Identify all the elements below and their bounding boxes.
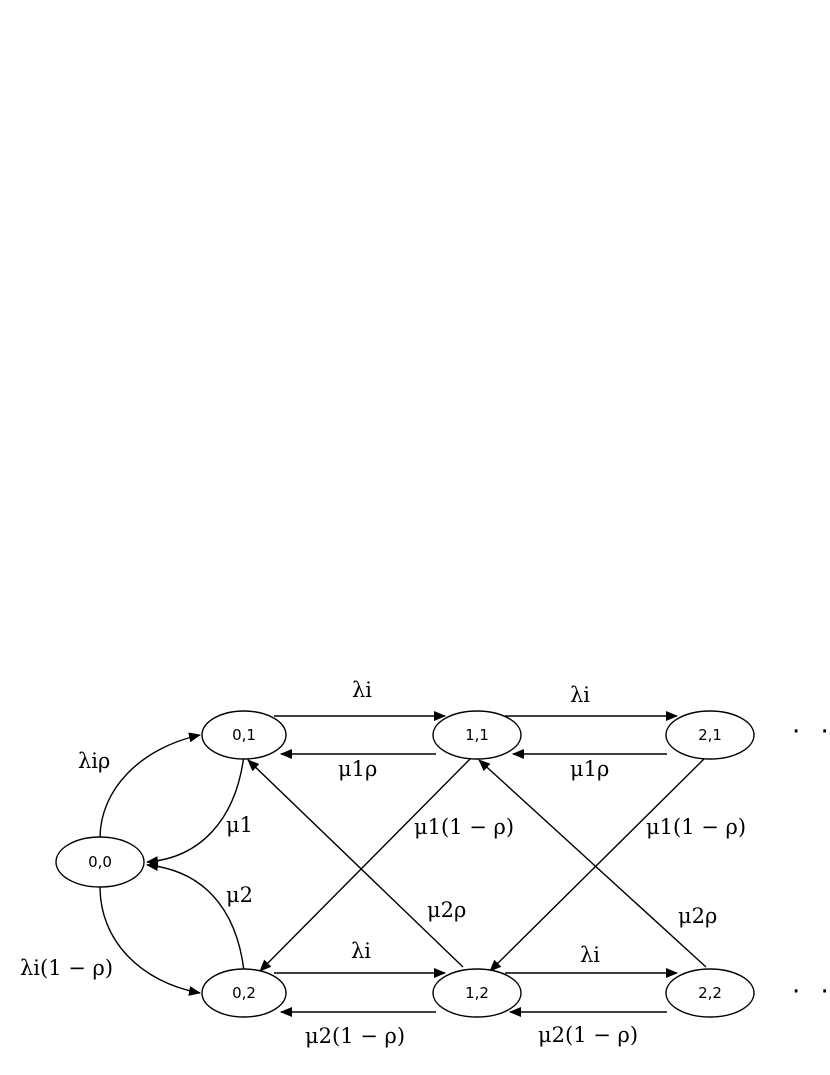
state-node-12: 1,2: [432, 968, 522, 1018]
rate-label-mu2: μ2: [226, 883, 253, 907]
edge-22-to-11: [478, 759, 707, 968]
rate-label-lambda-one-minus-rho: λi(1 − ρ): [20, 956, 113, 980]
state-node-00: 0,0: [55, 836, 145, 888]
rate-label-lambda-bottom-1: λi: [351, 939, 371, 963]
state-node-01: 0,1: [201, 710, 287, 760]
edge-12-to-01: [247, 759, 464, 968]
edge-00-to-01: [99, 732, 201, 839]
edge-02-to-00: [146, 861, 245, 972]
state-label-22: 2,2: [698, 984, 722, 1002]
state-node-11: 1,1: [432, 710, 522, 760]
state-label-12: 1,2: [465, 984, 489, 1002]
rate-label-mu2rho-1: μ2ρ: [427, 898, 466, 922]
rate-label-lambda-rho: λiρ: [78, 749, 110, 773]
state-node-02: 0,2: [201, 968, 287, 1018]
rate-label-lambda-top-1: λi: [352, 678, 372, 702]
state-label-01: 0,1: [232, 726, 256, 744]
state-label-00: 0,0: [88, 853, 112, 871]
rate-label-mu2-one-minus-rho-1: μ2(1 − ρ): [305, 1024, 405, 1048]
continuation-dots-bottom: · ·: [792, 977, 830, 1007]
edge-00-to-02: [99, 886, 201, 996]
state-label-21: 2,1: [698, 726, 722, 744]
state-label-02: 0,2: [232, 984, 256, 1002]
rate-label-mu2-one-minus-rho-2: μ2(1 − ρ): [538, 1023, 638, 1047]
rate-label-mu1-one-minus-rho-1: μ1(1 − ρ): [414, 815, 514, 839]
edge-01-to-00: [146, 754, 245, 867]
edge-21-to-12: [489, 754, 709, 972]
state-node-21: 2,1: [665, 710, 755, 760]
rate-label-mu1-one-minus-rho-2: μ1(1 − ρ): [646, 815, 746, 839]
rate-label-lambda-top-2: λi: [570, 683, 590, 707]
rate-label-mu2rho-2: μ2ρ: [678, 904, 717, 928]
rate-label-mu1rho-1: μ1ρ: [338, 757, 377, 781]
rate-label-lambda-bottom-2: λi: [580, 943, 600, 967]
edge-11-to-02: [259, 754, 475, 972]
state-node-22: 2,2: [665, 968, 755, 1018]
continuation-dots-top: · ·: [792, 717, 830, 747]
rate-label-mu1rho-2: μ1ρ: [570, 757, 609, 781]
state-label-11: 1,1: [465, 726, 489, 744]
rate-label-mu1: μ1: [226, 813, 253, 837]
